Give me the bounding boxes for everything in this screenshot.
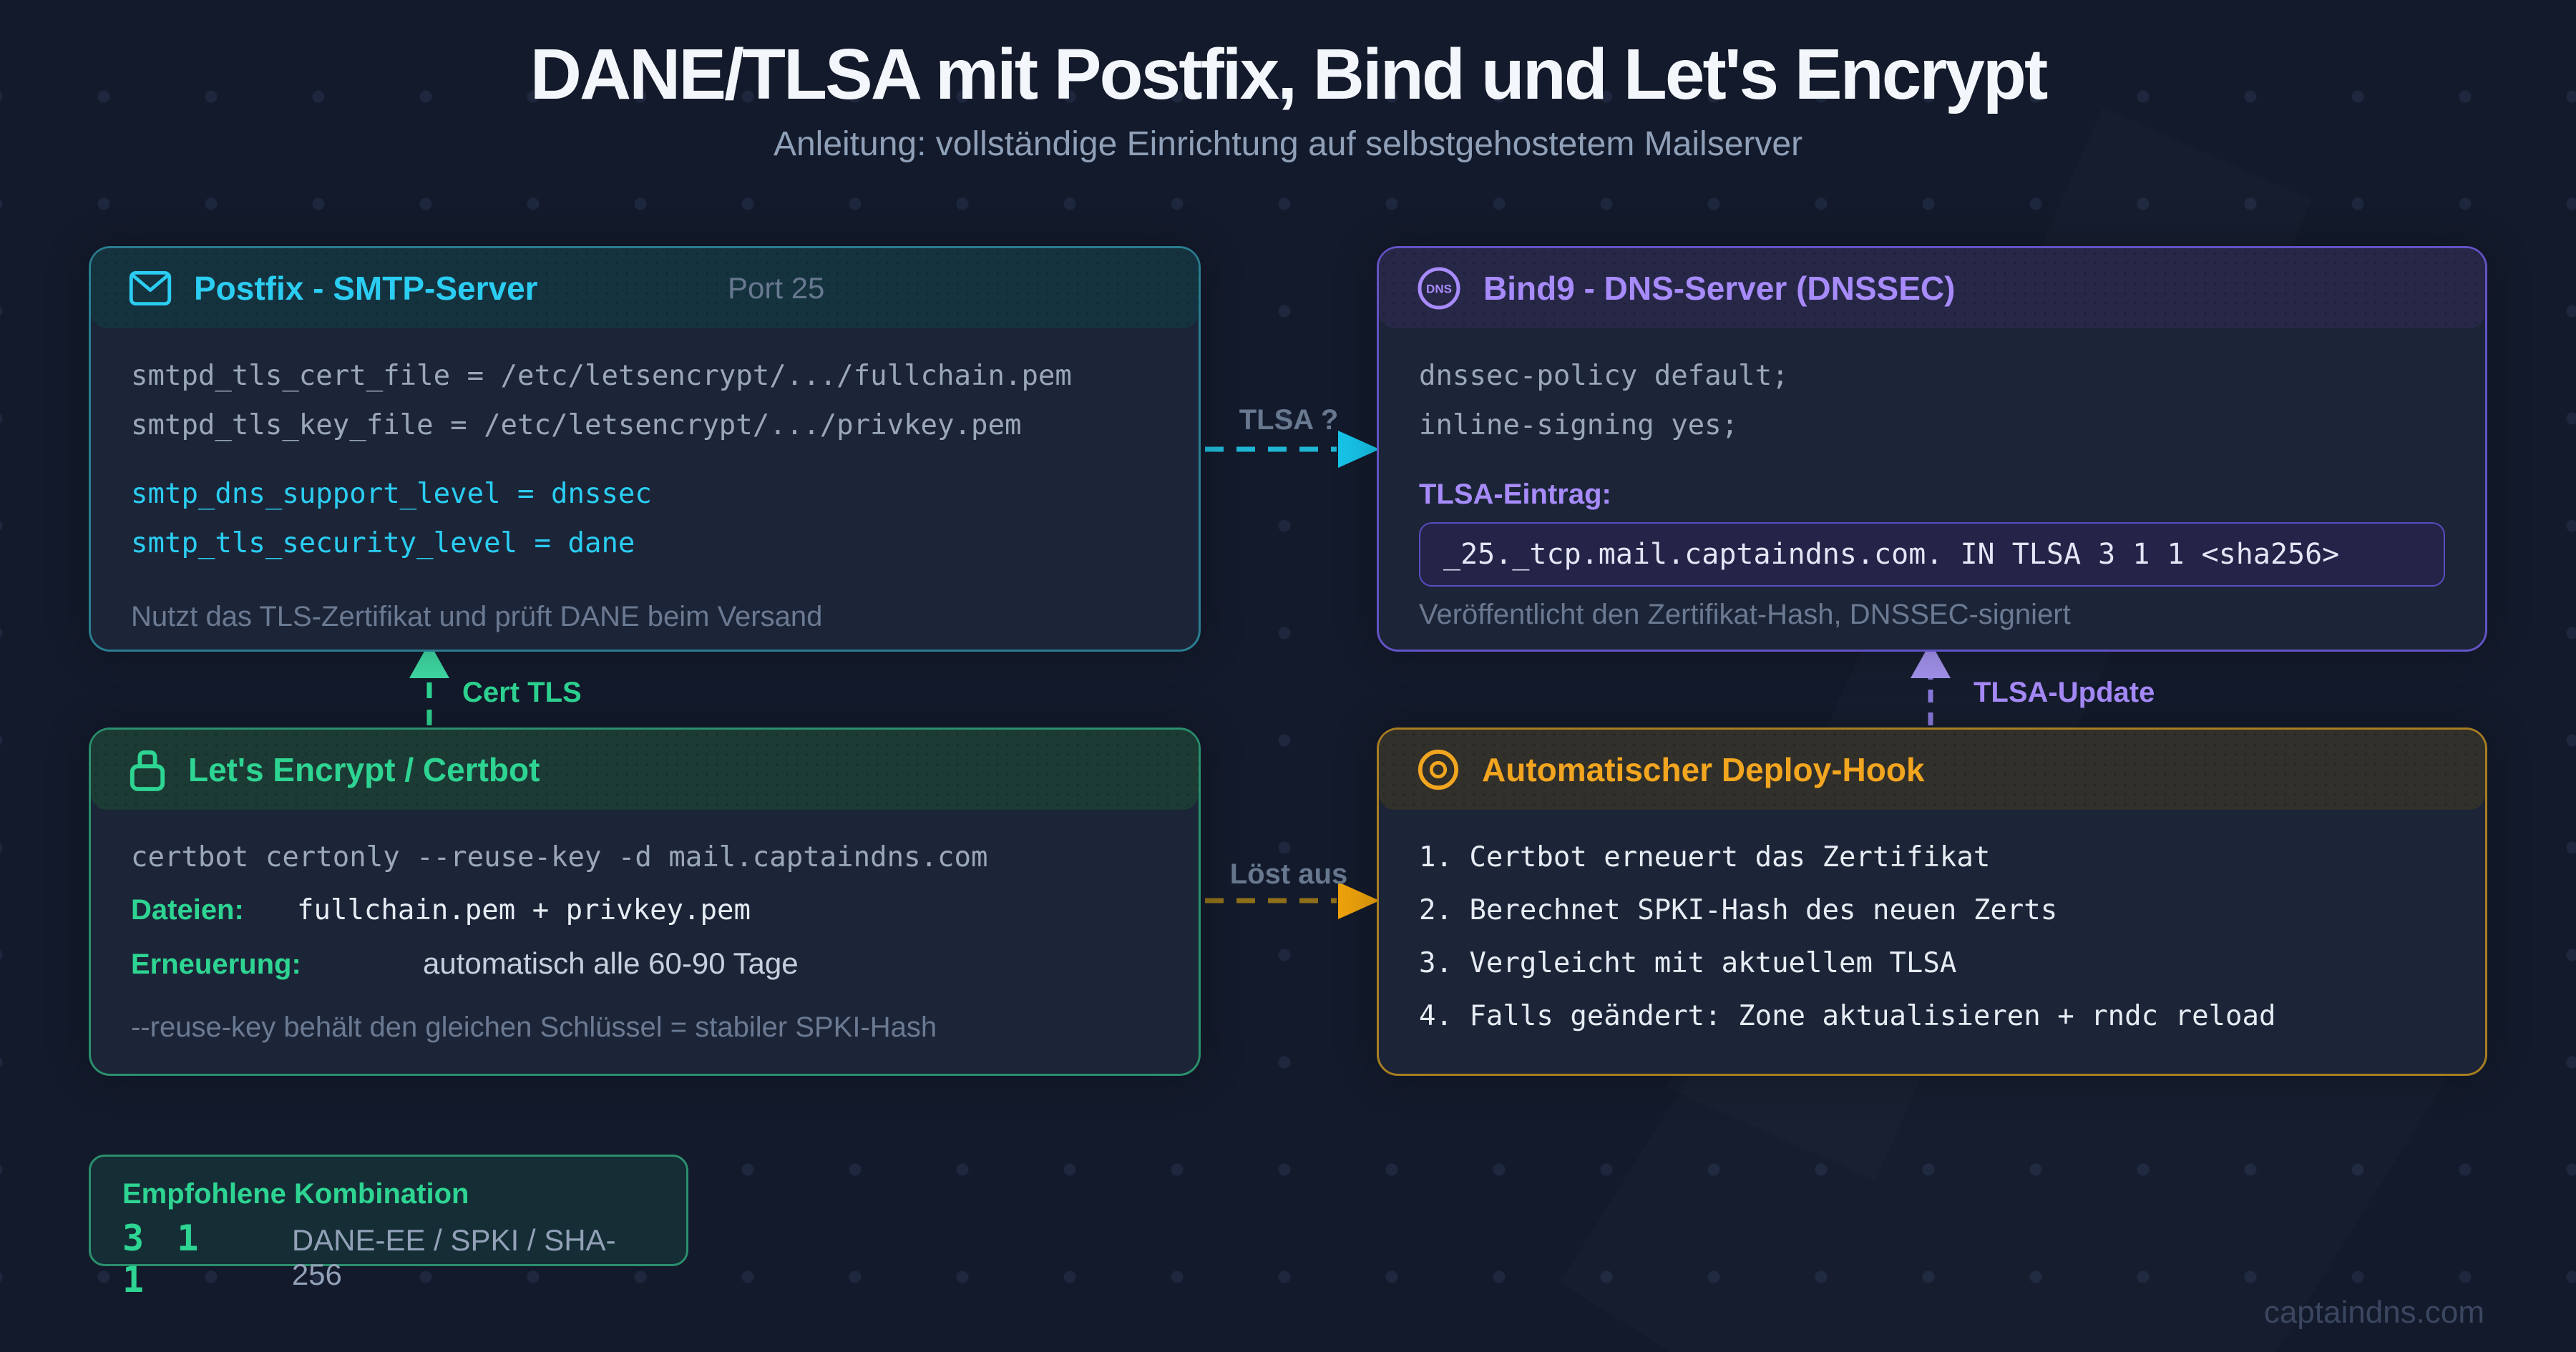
letsencrypt-body: certbot certonly --reuse-key -d mail.cap…: [91, 810, 1199, 1044]
letsencrypt-footnote: --reuse-key behält den gleichen Schlüsse…: [131, 1011, 937, 1043]
config-line-dane: smtp_tls_security_level = dane: [131, 527, 635, 559]
masthead: DANE/TLSA mit Postfix, Bind und Let's En…: [0, 31, 2576, 164]
recommendation-code: 3 1 1: [122, 1218, 205, 1300]
postfix-title: Postfix - SMTP-Server: [194, 270, 538, 307]
renewal-label: Erneuerung:: [131, 949, 301, 980]
page-title: DANE/TLSA mit Postfix, Bind und Let's En…: [530, 34, 2049, 114]
postfix-port-badge: Port 25: [728, 271, 825, 305]
renewal-value: automatisch alle 60-90 Tage: [423, 946, 799, 980]
renewal-row: Erneuerung: automatisch alle 60-90 Tage: [131, 946, 1158, 981]
files-value: fullchain.pem + privkey.pem: [297, 894, 751, 926]
letsencrypt-header: Let's Encrypt / Certbot: [91, 730, 1199, 810]
postfix-body: smtpd_tls_cert_file = /etc/letsencrypt/.…: [91, 328, 1199, 633]
tlsa-record-text: _25._tcp.mail.captaindns.com. IN TLSA 3 …: [1443, 538, 2340, 571]
config-line: dnssec-policy default;: [1419, 360, 1789, 392]
bind-header: DNS Bind9 - DNS-Server (DNSSEC): [1379, 248, 2485, 328]
cert-tls-label: Cert TLS: [462, 677, 582, 708]
deploy-step: 4. Falls geändert: Zone aktualisieren + …: [1419, 1000, 2276, 1032]
files-label: Dateien:: [131, 894, 244, 926]
trigger-label: Löst aus: [1229, 858, 1348, 890]
bind-footnote: Veröffentlicht den Zertifikat-Hash, DNSS…: [1419, 599, 2071, 630]
config-line: smtpd_tls_cert_file = /etc/letsencrypt/.…: [131, 360, 1072, 392]
letsencrypt-title: Let's Encrypt / Certbot: [188, 751, 540, 788]
postfix-footnote: Nutzt das TLS-Zertifikat und prüft DANE …: [131, 601, 823, 632]
tlsa-update-label: TLSA-Update: [1974, 677, 2155, 708]
deploy-hook-header: Automatischer Deploy-Hook: [1379, 730, 2485, 810]
envelope-icon: [129, 270, 172, 306]
deploy-step: 2. Berechnet SPKI-Hash des neuen Zerts: [1419, 894, 2058, 926]
dns-badge-text: DNS: [1426, 283, 1452, 296]
recommendation-card: Empfohlene Kombination 3 1 1 DANE-EE / S…: [89, 1155, 688, 1300]
lock-icon: [130, 750, 165, 791]
deploy-hook-box: Automatischer Deploy-Hook 1. Certbot ern…: [1377, 728, 2487, 1076]
target-icon: [1418, 749, 1459, 790]
recommendation-title: Empfohlene Kombination: [122, 1178, 469, 1210]
deploy-step: 3. Vergleicht mit aktuellem TLSA: [1419, 947, 1957, 979]
dns-badge-icon: DNS: [1418, 267, 1460, 310]
tlsa-record-label: TLSA-Eintrag:: [1419, 479, 1611, 510]
tlsa-record-box: _25._tcp.mail.captaindns.com. IN TLSA 3 …: [1419, 522, 2445, 587]
config-line: smtpd_tls_key_file = /etc/letsencrypt/..…: [131, 409, 1022, 441]
bind-title: Bind9 - DNS-Server (DNSSEC): [1483, 270, 1956, 307]
config-line-dane: smtp_dns_support_level = dnssec: [131, 478, 652, 510]
postfix-header: Postfix - SMTP-Server Port 25: [91, 248, 1199, 328]
site-watermark: captaindns.com: [2263, 1295, 2484, 1330]
page-subtitle: Anleitung: vollständige Einrichtung auf …: [773, 125, 1803, 163]
bind-box: DNS Bind9 - DNS-Server (DNSSEC) dnssec-p…: [1377, 246, 2487, 652]
postfix-box: Postfix - SMTP-Server Port 25 smtpd_tls_…: [89, 246, 1201, 652]
recommendation-row: 3 1 1 DANE-EE / SPKI / SHA-256: [122, 1218, 655, 1300]
deploy-step: 1. Certbot erneuert das Zertifikat: [1419, 841, 1991, 873]
recommendation-description: DANE-EE / SPKI / SHA-256: [291, 1223, 616, 1291]
deploy-hook-title: Automatischer Deploy-Hook: [1482, 751, 1925, 788]
letsencrypt-box: Let's Encrypt / Certbot certbot certonly…: [89, 728, 1201, 1076]
tlsa-update-arrow: [1911, 642, 1951, 725]
files-row: Dateien: fullchain.pem + privkey.pem: [131, 894, 1158, 926]
cert-tls-arrow: [409, 642, 449, 725]
certbot-command: certbot certonly --reuse-key -d mail.cap…: [131, 841, 988, 873]
bind-body: dnssec-policy default; inline-signing ye…: [1379, 328, 2485, 631]
config-line: inline-signing yes;: [1419, 409, 1739, 441]
tlsa-query-label: TLSA ?: [1239, 404, 1339, 436]
deploy-hook-body: 1. Certbot erneuert das Zertifikat 2. Be…: [1379, 810, 2485, 1033]
